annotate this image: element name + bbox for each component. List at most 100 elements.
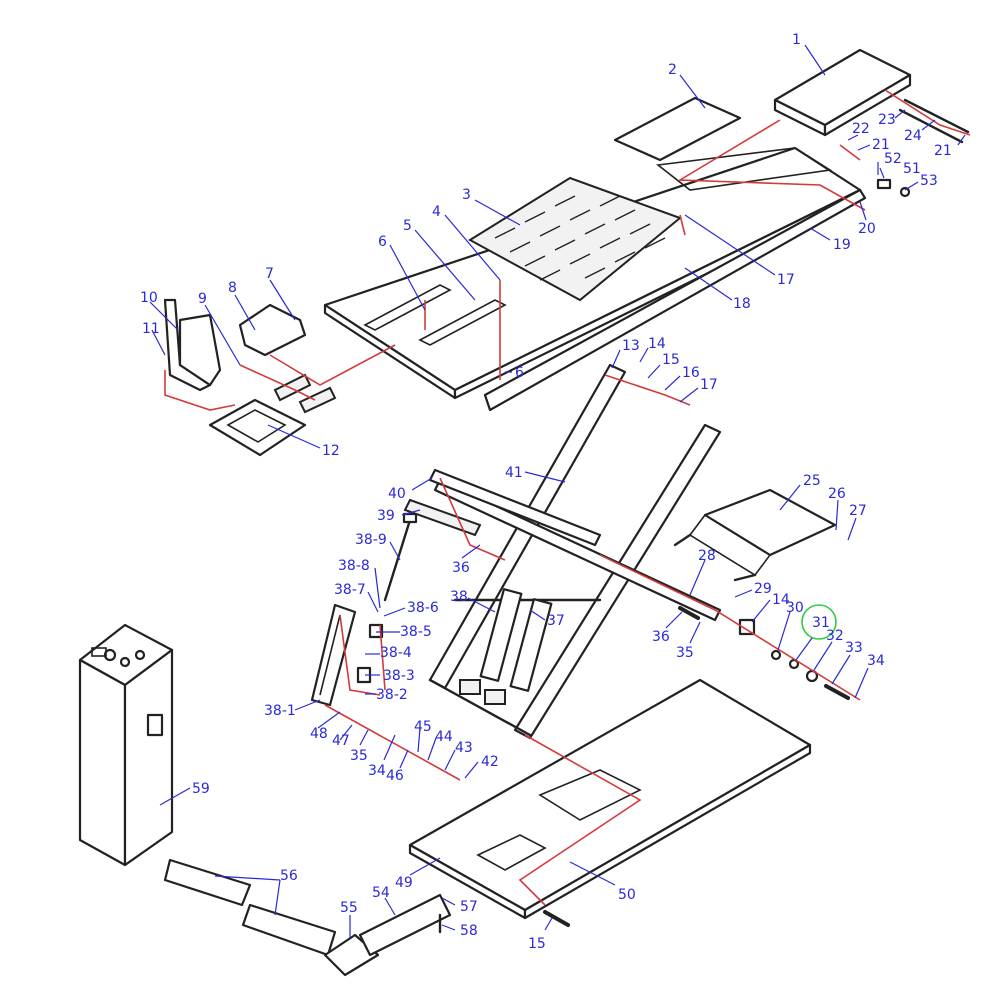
callout-label: 17 [777, 272, 795, 288]
top-platform [323, 146, 862, 400]
callout-label: 29 [754, 581, 772, 597]
part-2-rail [613, 96, 742, 162]
callout-label: 48 [310, 726, 328, 742]
callout-label: 2 [668, 62, 677, 78]
assembly-lines [164, 89, 971, 906]
callout-label: 15 [662, 352, 680, 368]
callout-label: 56 [280, 868, 298, 884]
callout-label: 38-3 [383, 668, 415, 684]
callout-label: 18 [733, 296, 751, 312]
callout-label: 15 [528, 936, 546, 952]
callout-label: 16 [682, 365, 700, 381]
callout-label: 5 [403, 218, 412, 234]
callout-label: 21 [934, 143, 952, 159]
callout-label: 38-5 [400, 624, 432, 640]
callout-label: 40 [388, 486, 406, 502]
callout-label: 6 [515, 365, 524, 381]
part-9-strips [273, 373, 337, 414]
callout-label: 20 [858, 221, 876, 237]
callout-label: 4 [432, 204, 441, 220]
callout-label: 37 [547, 613, 565, 629]
callout-label: 45 [414, 719, 432, 735]
callout-label: 49 [395, 875, 413, 891]
callout-label: 7 [265, 266, 274, 282]
callout-label: 19 [833, 237, 851, 253]
callout-label: 38-4 [380, 645, 412, 661]
part-25-support-plate [673, 488, 837, 582]
parts-39-40-links [403, 468, 602, 547]
callout-label: 26 [828, 486, 846, 502]
callout-label: 8 [228, 280, 237, 296]
callout-label: 35 [350, 748, 368, 764]
part-38-1-stand [310, 603, 357, 707]
parts-51-53-brackets [876, 178, 911, 198]
part-10-wheel-chock [163, 298, 222, 392]
callout-label: 50 [618, 887, 636, 903]
callouts: 1 2 3 4 5 6 6 7 8 9 10 11 12 13 14 15 16 [140, 32, 966, 952]
callout-label: 33 [845, 640, 863, 656]
callout-label: 32 [826, 628, 844, 644]
part-24-rod [898, 98, 970, 144]
callout-label: 30 [786, 600, 804, 616]
callout-label: 34 [867, 653, 885, 669]
callout-label: 38-6 [407, 600, 439, 616]
part-36-rod [678, 606, 700, 620]
part-19-side-bar [483, 188, 867, 412]
callout-label: 9 [198, 291, 207, 307]
callout-label: 27 [849, 503, 867, 519]
callout-label: 59 [192, 781, 210, 797]
part-59-control-cabinet [78, 623, 174, 867]
scissor-arms [428, 363, 722, 740]
part-1-cover-plate [773, 48, 912, 137]
part-8-bracket [238, 303, 307, 357]
part-12-plate [208, 398, 307, 457]
parts-54-58-cable-covers [163, 858, 452, 977]
callout-label: 17 [700, 377, 718, 393]
callout-label: 44 [435, 729, 453, 745]
callout-label: 14 [772, 592, 790, 608]
callout-label: 58 [460, 923, 478, 939]
callout-label: 34 [368, 763, 386, 779]
callout-label: 52 [884, 151, 902, 167]
callout-label: 1 [792, 32, 801, 48]
callout-label: 22 [852, 121, 870, 137]
callout-label: 46 [386, 768, 404, 784]
hydraulic-cylinders [459, 588, 553, 705]
callout-label: 10 [140, 290, 158, 306]
callout-label: 6 [378, 234, 387, 250]
part-15-pin [543, 910, 570, 927]
part-38-9-rod [383, 512, 418, 602]
callout-label: 25 [803, 473, 821, 489]
callout-label: 51 [903, 161, 921, 177]
callout-label: 38-1 [264, 703, 296, 719]
callout-label: 36 [652, 629, 670, 645]
callout-label: 47 [332, 733, 350, 749]
callout-label: 38-8 [338, 558, 370, 574]
callout-label: 54 [372, 885, 390, 901]
callout-label: 55 [340, 900, 358, 916]
callout-label: 38 [450, 589, 468, 605]
callout-label: 43 [455, 740, 473, 756]
callout-label: 38-7 [334, 582, 366, 598]
callout-label: 57 [460, 899, 478, 915]
grating-slots [494, 195, 666, 281]
callout-label: 36 [452, 560, 470, 576]
callout-label: 23 [878, 112, 896, 128]
callout-label: 35 [676, 645, 694, 661]
callout-label: 41 [505, 465, 523, 481]
callout-label: 12 [322, 443, 340, 459]
callout-label: 42 [481, 754, 499, 770]
parts-30-34-hardware [738, 618, 850, 700]
callout-label: 39 [377, 508, 395, 524]
callout-label: 13 [622, 338, 640, 354]
callout-label: 3 [462, 187, 471, 203]
callout-label: 24 [904, 128, 922, 144]
highlight-circle [801, 604, 837, 640]
callout-label: 53 [920, 173, 938, 189]
callout-label-highlighted: 31 [812, 615, 830, 631]
callout-label: 38-2 [376, 687, 408, 703]
callout-label: 21 [872, 137, 890, 153]
callout-label: 11 [142, 321, 160, 337]
callout-label: 14 [648, 336, 666, 352]
